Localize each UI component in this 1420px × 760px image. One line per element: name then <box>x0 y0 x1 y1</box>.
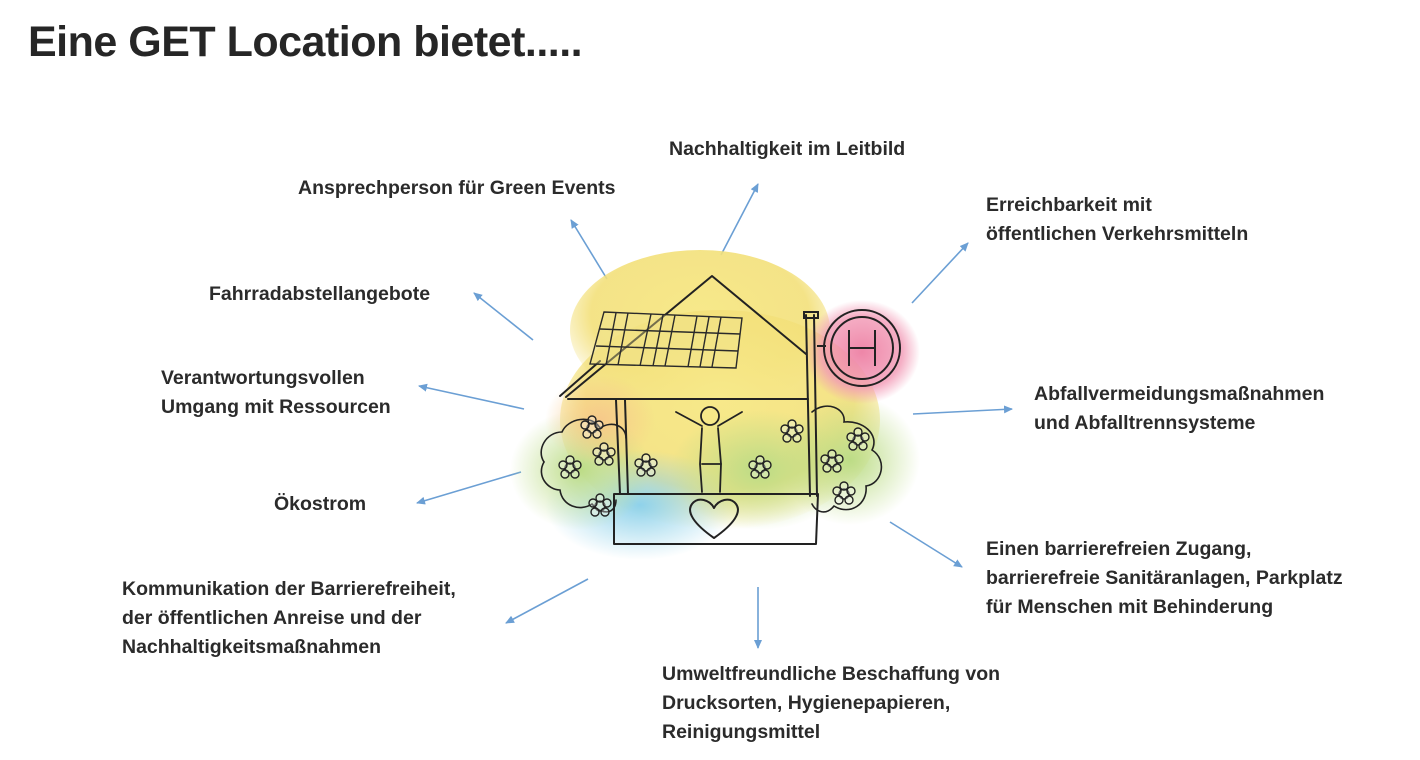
arrow-resources <box>418 383 525 410</box>
feature-access-label: Einen barrierefreien Zugang, barrierefre… <box>986 535 1343 622</box>
feature-line: Umweltfreundliche Beschaffung von <box>662 663 1001 685</box>
arrow-communication <box>505 578 589 624</box>
arrow-contact <box>570 219 608 280</box>
arrow-access <box>889 521 963 568</box>
feature-line: barrierefreie Sanitäranlagen, Parkplatz <box>986 567 1343 589</box>
flower-icon <box>832 481 856 505</box>
feature-line: Reinigungsmittel <box>662 721 821 743</box>
person-icon <box>675 406 743 493</box>
arrow-transit <box>911 242 969 304</box>
flower-icon <box>588 493 612 517</box>
page-title: Eine GET Location bietet..... <box>28 18 583 66</box>
feature-power-label: Ökostrom <box>274 490 366 519</box>
feature-communication-label: Kommunikation der Barrierefreiheit, der … <box>122 575 456 662</box>
feature-line: Ansprechperson für Green Events <box>298 177 616 199</box>
feature-waste-label: Abfallvermeidungsmaßnahmen und Abfalltre… <box>1034 380 1324 438</box>
feature-resources-label: Verantwortungsvollen Umgang mit Ressourc… <box>161 364 391 422</box>
feature-line: für Menschen mit Behinderung <box>986 596 1274 618</box>
flower-icon <box>820 449 844 473</box>
flower-icon <box>748 455 772 479</box>
feature-line: und Abfalltrennsysteme <box>1034 412 1256 434</box>
flower-icon <box>592 442 616 466</box>
arrow-bike <box>473 292 534 341</box>
solar-panel-icon <box>589 311 743 369</box>
arrows <box>416 183 1013 649</box>
flower-icon <box>558 455 582 479</box>
heart-icon <box>689 498 739 539</box>
arrow-sustainability <box>720 183 759 256</box>
feature-line: Abfallvermeidungsmaßnahmen <box>1034 383 1325 405</box>
feature-line: Nachhaltigkeit im Leitbild <box>669 138 906 160</box>
feature-line: Nachhaltigkeitsmaßnahmen <box>122 636 381 658</box>
feature-contact-label: Ansprechperson für Green Events <box>298 174 616 203</box>
flower-icon <box>780 419 804 443</box>
feature-sustainability-label: Nachhaltigkeit im Leitbild <box>669 135 905 164</box>
feature-line: Ökostrom <box>274 493 367 515</box>
flower-icon <box>634 453 658 477</box>
feature-transit-label: Erreichbarkeit mit öffentlichen Verkehrs… <box>986 191 1248 249</box>
arrow-power <box>416 471 522 505</box>
feature-line: Einen barrierefreien Zugang, <box>986 538 1252 560</box>
feature-line: Fahrradabstellangebote <box>209 283 431 305</box>
feature-bike-label: Fahrradabstellangebote <box>209 280 430 309</box>
bus-stop-sign-icon <box>817 309 901 387</box>
house-illustration <box>510 250 920 560</box>
feature-procurement-label: Umweltfreundliche Beschaffung von Drucks… <box>662 660 1000 747</box>
feature-line: Verantwortungsvollen <box>161 367 365 389</box>
feature-line: Erreichbarkeit mit <box>986 194 1152 216</box>
feature-line: Umgang mit Ressourcen <box>161 396 391 418</box>
flower-icon <box>580 415 604 439</box>
feature-line: öffentlichen Verkehrsmitteln <box>986 223 1249 245</box>
arrow-waste <box>912 405 1013 415</box>
flower-icon <box>846 427 870 451</box>
feature-line: Drucksorten, Hygienepapieren, <box>662 692 951 714</box>
feature-line: der öffentlichen Anreise und der <box>122 607 422 629</box>
feature-line: Kommunikation der Barrierefreiheit, <box>122 578 456 600</box>
